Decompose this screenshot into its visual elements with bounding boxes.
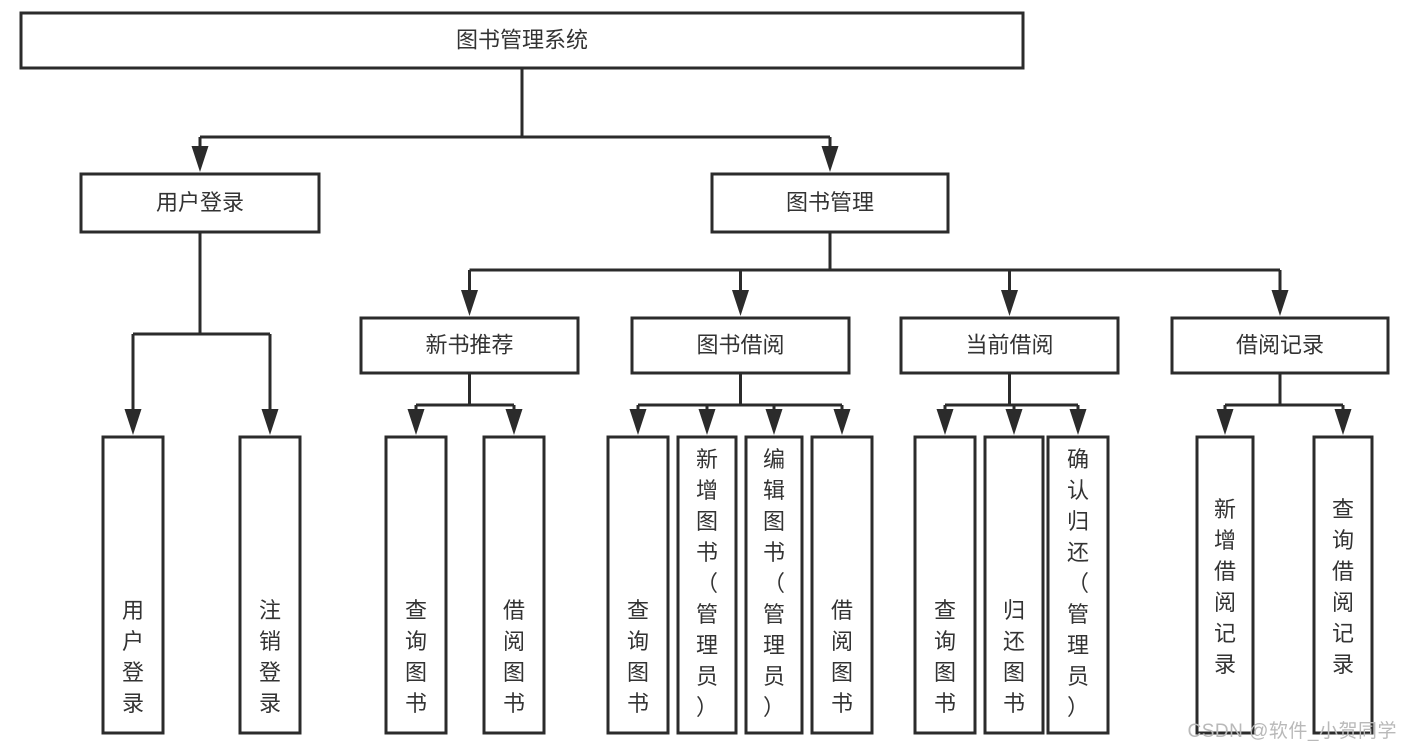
node-leaf-query-record[interactable]: 查询借阅记录 (1312, 435, 1374, 735)
node-box[interactable] (913, 435, 977, 735)
node-box[interactable] (676, 435, 738, 735)
node-borrow-record[interactable]: 借阅记录 (1170, 316, 1390, 375)
arrow-head-icon (629, 409, 647, 435)
node-box[interactable] (606, 435, 670, 735)
arrow-head-icon (1005, 409, 1023, 435)
edge-group-book-manage (461, 232, 1289, 316)
node-box[interactable] (1195, 435, 1255, 735)
node-label-vertical: 用户登录 (122, 598, 144, 716)
node-box[interactable] (1170, 316, 1390, 375)
arrow-head-icon (261, 409, 279, 435)
node-label-vertical: 编辑图书（管理员） (763, 447, 785, 720)
arrow-head-icon (1271, 290, 1289, 316)
node-label-vertical: 新增借阅记录 (1214, 497, 1236, 677)
edge-group-current-borrow (936, 373, 1087, 435)
node-leaf-borrow-book-1[interactable]: 借阅图书 (482, 435, 546, 735)
edge-group-root (191, 68, 839, 172)
arrow-head-icon (124, 409, 142, 435)
arrow-head-icon (698, 409, 716, 435)
arrow-head-icon (191, 146, 209, 172)
node-leaf-user-logout[interactable]: 注销登录 (238, 435, 302, 735)
node-box[interactable] (899, 316, 1120, 375)
node-root[interactable]: 图书管理系统 (19, 11, 1025, 70)
node-new-book-rec[interactable]: 新书推荐 (359, 316, 580, 375)
arrow-head-icon (1216, 409, 1234, 435)
edge-group-new-book-rec (407, 373, 523, 435)
node-label-vertical: 归还图书 (1003, 598, 1025, 716)
node-box[interactable] (238, 435, 302, 735)
node-box[interactable] (744, 435, 804, 735)
node-box[interactable] (710, 172, 950, 234)
node-label: 图书管理系统 (456, 27, 588, 52)
arrow-head-icon (765, 409, 783, 435)
node-label-vertical: 查询图书 (405, 598, 427, 716)
arrow-head-icon (407, 409, 425, 435)
node-label-vertical: 查询图书 (627, 598, 649, 716)
node-current-borrow[interactable]: 当前借阅 (899, 316, 1120, 375)
arrow-head-icon (732, 290, 749, 316)
node-leaf-edit-book[interactable]: 编辑图书（管理员） (744, 435, 804, 735)
node-box[interactable] (630, 316, 851, 375)
node-label: 新书推荐 (425, 332, 513, 357)
node-box[interactable] (810, 435, 874, 735)
node-box[interactable] (1312, 435, 1374, 735)
node-box[interactable] (983, 435, 1045, 735)
arrow-head-icon (1069, 409, 1087, 435)
node-leaf-query-book-3[interactable]: 查询图书 (913, 435, 977, 735)
arrow-head-icon (821, 146, 839, 172)
node-label-vertical: 确认归还（管理员） (1067, 447, 1089, 720)
arrow-head-icon (833, 409, 851, 435)
node-label-vertical: 借阅图书 (831, 598, 853, 716)
node-box[interactable] (1046, 435, 1110, 735)
node-label: 图书借阅 (696, 332, 784, 357)
arrow-head-icon (461, 290, 478, 316)
edge-group-book-borrow (629, 373, 851, 435)
node-label: 当前借阅 (965, 332, 1053, 357)
node-book-borrow[interactable]: 图书借阅 (630, 316, 851, 375)
node-label-vertical: 查询借阅记录 (1332, 497, 1354, 677)
node-box[interactable] (79, 172, 321, 234)
node-leaf-confirm-return[interactable]: 确认归还（管理员） (1046, 435, 1110, 735)
arrow-head-icon (505, 409, 523, 435)
node-label-vertical: 查询图书 (934, 598, 956, 716)
arrow-head-icon (1334, 409, 1352, 435)
edge-layer (124, 68, 1352, 435)
node-leaf-query-book-2[interactable]: 查询图书 (606, 435, 670, 735)
node-label-vertical: 新增图书（管理员） (696, 447, 718, 720)
node-label-vertical: 注销登录 (259, 598, 281, 716)
node-box[interactable] (101, 435, 165, 735)
arrow-head-icon (936, 409, 954, 435)
node-box[interactable] (482, 435, 546, 735)
node-layer: 图书管理系统用户登录图书管理新书推荐图书借阅当前借阅借阅记录用户登录注销登录查询… (19, 11, 1390, 735)
node-box[interactable] (359, 316, 580, 375)
node-box[interactable] (384, 435, 448, 735)
edge-group-user-login (124, 232, 279, 435)
node-leaf-user-login[interactable]: 用户登录 (101, 435, 165, 735)
node-leaf-return-book[interactable]: 归还图书 (983, 435, 1045, 735)
node-label-vertical: 借阅图书 (503, 598, 525, 716)
arrow-head-icon (1001, 290, 1018, 316)
edge-group-borrow-record (1216, 373, 1352, 435)
node-leaf-add-record[interactable]: 新增借阅记录 (1195, 435, 1255, 735)
node-book-manage[interactable]: 图书管理 (710, 172, 950, 234)
node-box[interactable] (19, 11, 1025, 70)
node-leaf-query-book-1[interactable]: 查询图书 (384, 435, 448, 735)
node-user-login[interactable]: 用户登录 (79, 172, 321, 234)
node-label: 用户登录 (156, 190, 244, 215)
node-label: 图书管理 (786, 190, 874, 215)
node-leaf-borrow-book-2[interactable]: 借阅图书 (810, 435, 874, 735)
node-label: 借阅记录 (1236, 332, 1324, 357)
node-leaf-add-book[interactable]: 新增图书（管理员） (676, 435, 738, 735)
